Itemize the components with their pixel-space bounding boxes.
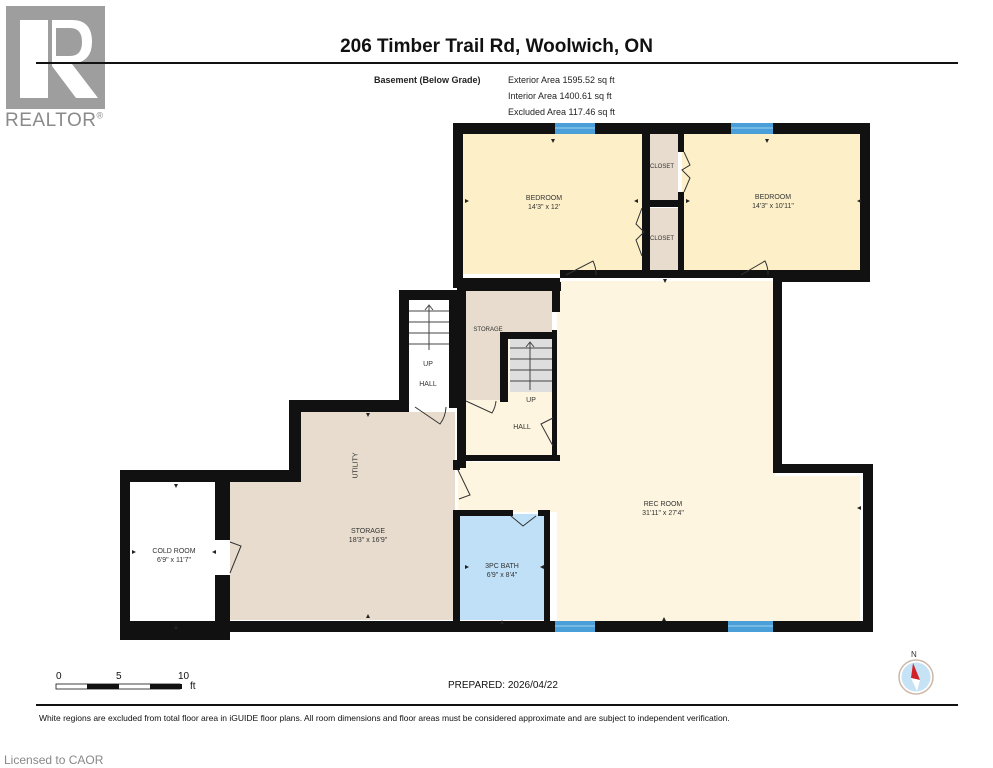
compass-north-label: N — [911, 650, 917, 659]
closet-2-fill — [650, 208, 678, 274]
door-icon — [229, 541, 242, 574]
door-icon — [565, 260, 597, 276]
scale-tick-5: 5 — [116, 671, 122, 682]
storage-fill — [230, 482, 310, 620]
rec-room-link-fill — [458, 462, 558, 512]
bedroom-2-fill — [682, 133, 860, 274]
interior-area: Interior Area 1400.61 sq ft — [508, 91, 612, 101]
room-label-storage-small: STORAGE — [473, 327, 503, 333]
scale-tick-0: 0 — [56, 671, 62, 682]
licensed-text: Licensed to CAOR — [4, 753, 104, 767]
realtor-r-icon — [20, 20, 98, 98]
bifold-door-icon — [681, 151, 691, 193]
door-icon — [414, 406, 447, 425]
prepared-date: PREPARED: 2026/04/22 — [448, 680, 558, 691]
title-divider — [36, 62, 958, 64]
scale-bar — [55, 683, 182, 690]
door-icon — [540, 417, 554, 447]
rec-room-lower-fill — [557, 476, 860, 621]
door-swings — [229, 151, 769, 574]
rec-room-upper-fill — [557, 281, 775, 476]
stairs-2-bg — [510, 338, 552, 392]
hall-2-lower-fill — [466, 400, 552, 457]
level-label: Basement (Below Grade) — [374, 75, 481, 85]
door-icon — [740, 260, 769, 276]
registered-mark: ® — [96, 110, 104, 121]
room-label-hall-2: HALL — [513, 424, 531, 431]
room-label-closet-1: CLOSET — [649, 164, 675, 170]
compass-icon — [898, 659, 934, 695]
realtor-wordmark-text: REALTOR — [5, 110, 97, 131]
scale-tick-10: 10 — [178, 671, 190, 682]
walls — [120, 123, 873, 640]
room-label-stairs-up-1: UP — [423, 361, 433, 368]
exterior-area: Exterior Area 1595.52 sq ft — [508, 75, 615, 85]
bifold-door-icon — [635, 207, 645, 257]
utility-fill — [300, 412, 455, 620]
realtor-logo — [6, 6, 105, 109]
scale-unit: ft — [190, 681, 196, 692]
realtor-wordmark: REALTOR® — [5, 110, 104, 132]
bath-fill — [458, 514, 544, 620]
bedroom-1-fill — [462, 133, 642, 274]
excluded-area: Excluded Area 117.46 sq ft — [508, 107, 615, 117]
room-label-stairs-up-2: UP — [526, 397, 536, 404]
room-label-utility: UTILITY — [352, 452, 360, 479]
room-label-closet-2: CLOSET — [649, 236, 675, 242]
door-icon — [457, 469, 471, 500]
dimension-markers — [132, 139, 861, 629]
room-label-hall-1: HALL — [419, 381, 437, 388]
disclaimer: White regions are excluded from total fl… — [39, 713, 730, 723]
stairs-1-icon — [409, 304, 449, 350]
address-title: 206 Timber Trail Rd, Woolwich, ON — [340, 36, 653, 57]
footer-divider — [36, 704, 958, 706]
door-icon — [465, 400, 497, 414]
door-icon — [510, 515, 537, 527]
closet-1-fill — [650, 133, 678, 203]
stairs-2-icon — [510, 341, 552, 390]
page-title: 206 Timber Trail Rd, Woolwich, ON — [0, 36, 993, 58]
